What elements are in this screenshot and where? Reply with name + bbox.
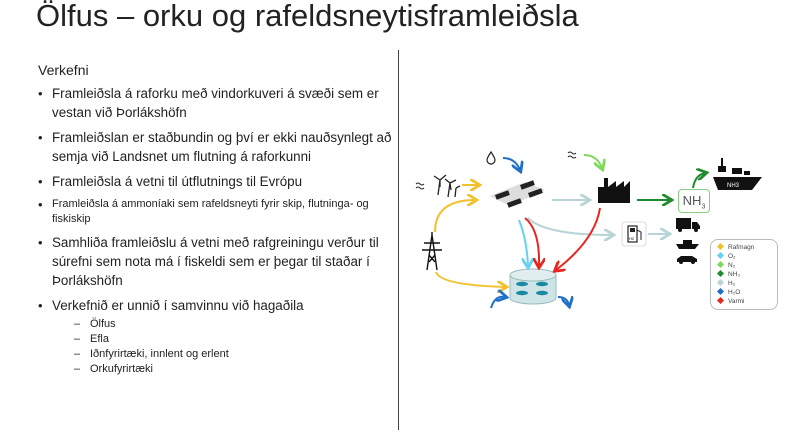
water-in-arrow: [490, 297, 505, 309]
ship-icon: NH3: [713, 158, 762, 190]
ammonia-subscript: 3: [701, 203, 706, 211]
wind-turbine-icon: [433, 174, 461, 198]
oxygen-arrow: [518, 219, 528, 266]
nitrogen-arrow: [583, 154, 602, 168]
legend-label: NH₃: [728, 271, 741, 278]
bullet: Framleiðslan er staðbundin og því er ekk…: [38, 128, 398, 166]
legend-item: Rafmagn: [716, 242, 777, 252]
electrolyzer-icon: [490, 180, 545, 208]
stakeholder-list: Ölfus Efla Iðnfyrirtæki, innlent og erle…: [74, 317, 398, 377]
pump-label: H2: [629, 236, 635, 241]
bullet: Framleiðsla á vetni til útflutnings til …: [38, 172, 398, 191]
heat-arrow: [524, 217, 539, 266]
legend-label: Rafmagn: [728, 244, 755, 251]
legend-item: Varmi: [716, 296, 777, 306]
hydrogen-pump-icon: H2: [621, 221, 647, 247]
legend-item: O₂: [716, 251, 777, 261]
legend-label: N₂: [728, 262, 736, 269]
ammonia-label: NH: [682, 193, 702, 208]
legend-label: H₂O: [728, 289, 741, 296]
factory-icon: [598, 178, 630, 203]
legend-item: N₂: [716, 260, 777, 270]
hydrogen-arrow: [527, 217, 612, 235]
boat-icon: [676, 240, 699, 249]
water-arrow: [502, 157, 520, 170]
heat-arrow: [556, 207, 601, 270]
bullet: Verkefnið er unnið í samvinnu við hagaði…: [38, 296, 398, 377]
car-icon: [677, 256, 697, 264]
water-out-arrow: [557, 297, 569, 305]
bullet: Framleiðsla á raforku með vindorkuveri á…: [38, 84, 398, 122]
section-subtitle: Verkefni: [38, 62, 89, 78]
fish-tank-icon: [509, 268, 557, 305]
bullet-list: Framleiðsla á raforku með vindorkuveri á…: [38, 84, 398, 377]
ammonia-box: NH3: [678, 189, 710, 213]
bullet: Framleiðsla á ammoníaki sem rafeldsneyti…: [38, 197, 398, 227]
electricity-arrow: [435, 271, 505, 287]
power-pylon-icon: [422, 232, 442, 271]
sub-bullet: Orkufyrirtæki: [74, 362, 398, 377]
legend-marker-icon: [716, 242, 725, 251]
legend-marker-icon: [716, 251, 725, 260]
legend-marker-icon: [716, 287, 725, 296]
sub-bullet: Iðnfyrirtæki, innlent og erlent: [74, 347, 398, 362]
air-icon: [567, 151, 577, 159]
legend-label: Varmi: [728, 298, 745, 305]
legend-item: H₂: [716, 278, 777, 288]
legend-marker-icon: [716, 278, 725, 287]
legend-item: H₂O: [716, 287, 777, 297]
legend-item: NH₃: [716, 269, 777, 279]
energy-flow-diagram: NH3 H2: [415, 150, 762, 446]
bullet: Samhliða framleiðslu á vetni með rafgrei…: [38, 233, 398, 290]
ship-label: NH3: [727, 183, 740, 189]
column-divider: [398, 50, 399, 430]
bullet-text: Verkefnið er unnið í samvinnu við hagaði…: [52, 298, 304, 313]
truck-icon: [676, 218, 700, 232]
project-text: Verkefni Framleiðsla á raforku með vindo…: [38, 62, 398, 383]
wind-icon: [415, 182, 425, 190]
ammonia-arrow: [692, 173, 705, 189]
slide-title: Ölfus – orku og rafeldsneytisframleiðsla: [36, 0, 579, 33]
legend-label: H₂: [728, 280, 736, 287]
legend-marker-icon: [716, 260, 725, 269]
legend-marker-icon: [716, 269, 725, 278]
legend-marker-icon: [716, 296, 725, 305]
water-drop-icon: [486, 150, 496, 165]
electricity-arrow: [434, 200, 475, 233]
legend-label: O₂: [728, 253, 736, 260]
sub-bullet: Ölfus: [74, 317, 398, 332]
sub-bullet: Efla: [74, 332, 398, 347]
